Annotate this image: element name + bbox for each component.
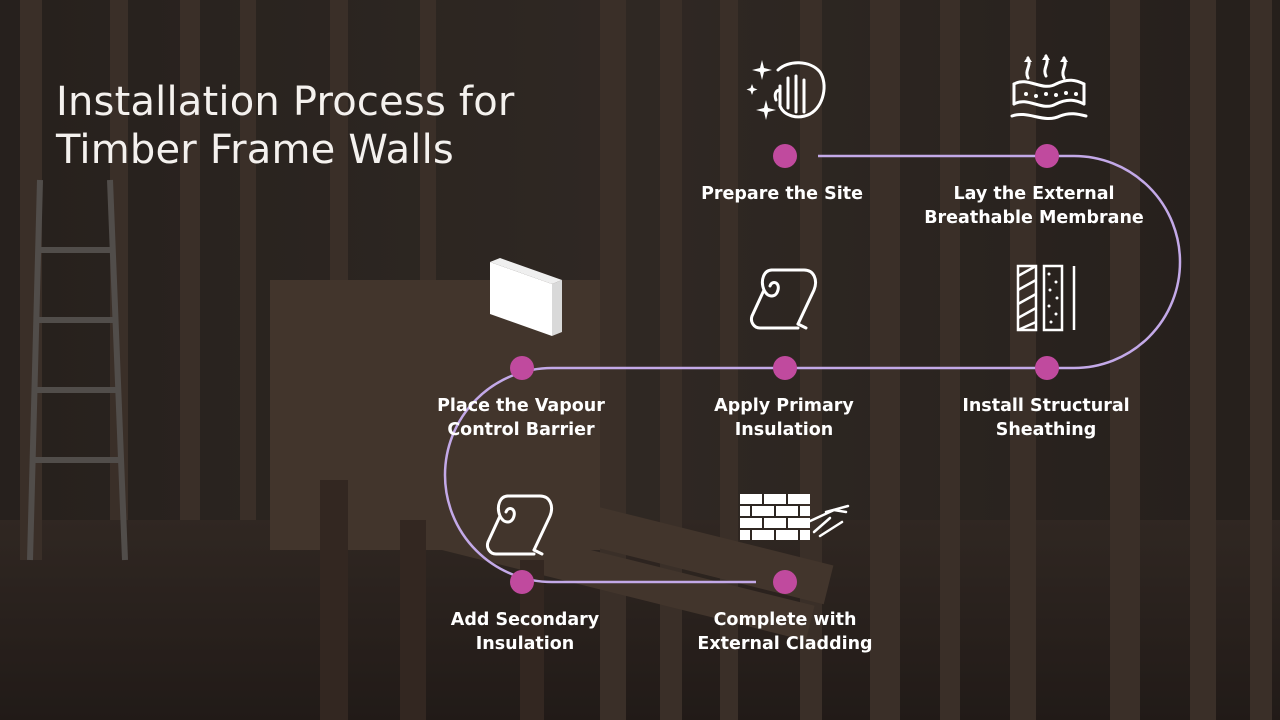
breathable-membrane-icon bbox=[1010, 54, 1088, 121]
insulation-roll-icon bbox=[750, 268, 818, 330]
step-4-line-1: Apply Primary bbox=[714, 396, 854, 416]
step-6-line-1: Add Secondary bbox=[450, 610, 600, 630]
insulation-roll-icon bbox=[486, 494, 554, 556]
step-dot-3 bbox=[1035, 356, 1059, 380]
step-dot-6 bbox=[510, 570, 534, 594]
step-dot-4 bbox=[773, 356, 797, 380]
step-label-primary-insulation: Apply Primary Insulation bbox=[654, 394, 914, 442]
step-5-line-1: Place the Vapour bbox=[437, 396, 605, 416]
title-line-2: Timber Frame Walls bbox=[56, 127, 454, 173]
step-dot-7 bbox=[773, 570, 797, 594]
process-connector-line bbox=[443, 154, 1182, 584]
step-1-line-1: Prepare the Site bbox=[701, 184, 863, 204]
step-label-external-membrane: Lay the External Breathable Membrane bbox=[904, 182, 1164, 230]
step-dot-1 bbox=[773, 144, 797, 168]
brick-wall-trowel-icon bbox=[740, 494, 850, 540]
step-2-line-1: Lay the External bbox=[953, 184, 1115, 204]
step-7-line-1: Complete with bbox=[713, 610, 857, 630]
cleaning-hand-sparkle-icon bbox=[746, 60, 826, 120]
title-line-1: Installation Process for bbox=[56, 79, 515, 125]
step-2-line-2: Breathable Membrane bbox=[924, 208, 1144, 228]
step-4-line-2: Insulation bbox=[734, 420, 834, 440]
step-label-external-cladding: Complete with External Cladding bbox=[655, 608, 915, 656]
step-dot-5 bbox=[510, 356, 534, 380]
step-label-vapour-barrier: Place the Vapour Control Barrier bbox=[391, 394, 651, 442]
page-title: Installation Process for Timber Frame Wa… bbox=[56, 78, 656, 174]
step-label-structural-sheathing: Install Structural Sheathing bbox=[916, 394, 1176, 442]
step-5-line-2: Control Barrier bbox=[447, 420, 595, 440]
step-3-line-2: Sheathing bbox=[995, 420, 1097, 440]
step-3-line-1: Install Structural bbox=[962, 396, 1130, 416]
step-6-line-2: Insulation bbox=[475, 634, 575, 654]
step-dot-2 bbox=[1035, 144, 1059, 168]
step-label-prepare-site: Prepare the Site bbox=[652, 182, 912, 206]
step-7-line-2: External Cladding bbox=[697, 634, 873, 654]
barrier-board-icon bbox=[490, 258, 562, 336]
step-label-secondary-insulation: Add Secondary Insulation bbox=[395, 608, 655, 656]
wall-layers-sheathing-icon bbox=[1016, 264, 1076, 332]
